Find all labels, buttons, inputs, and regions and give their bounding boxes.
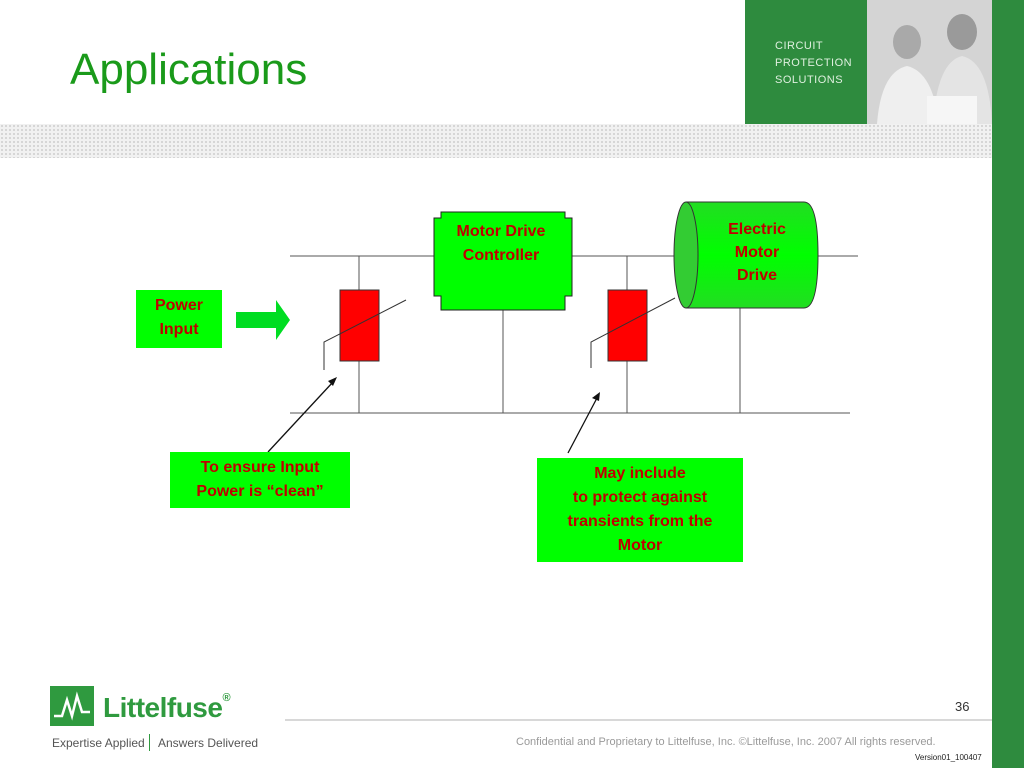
header-dotted-band (0, 124, 992, 158)
littelfuse-logo-icon (50, 686, 94, 726)
panel-line-protection: PROTECTION (775, 57, 853, 69)
electric-motor-outline (686, 201, 819, 309)
callout-right-pointer (567, 397, 598, 454)
confidential-notice: Confidential and Proprietary to Littelfu… (516, 736, 936, 748)
version-label: Version01_100407 (915, 753, 982, 762)
callout-right-line-2: to protect against (572, 489, 708, 506)
varistor-left-symbol-line (323, 299, 407, 370)
mdc-line-1: Motor Drive (456, 223, 546, 240)
callout-left-line-2: Power is “clean” (196, 483, 324, 500)
circuit-diagram (236, 201, 858, 454)
power-input-line-2: Input (159, 321, 199, 338)
panel-line-circuit: CIRCUIT (775, 40, 824, 52)
registered-mark: ® (222, 692, 231, 704)
panel-line-solutions: SOLUTIONS (775, 74, 844, 86)
callout-left-line-1: To ensure Input (200, 459, 320, 476)
callout-right-arrowhead (592, 392, 600, 401)
callout-left-arrowhead (328, 377, 337, 386)
page-number: 36 (955, 699, 970, 714)
motor-drive-controller-box (433, 211, 573, 311)
circuit-protection-panel: CIRCUIT PROTECTION SOLUTIONS (745, 0, 867, 124)
varistor-right-symbol-line (590, 297, 676, 368)
tagline-expertise: Expertise Applied (52, 736, 145, 750)
motor-drive-controller-label: Motor Drive Controller (440, 220, 562, 268)
callout-left-pointer (267, 381, 334, 453)
emd-line-1: Electric (728, 221, 786, 238)
power-input-label: Power Input (136, 290, 222, 348)
varistor-left (339, 289, 380, 362)
mdc-line-2: Controller (462, 247, 540, 264)
electric-motor-end (673, 201, 699, 309)
callout-right-line-3: transients from the (567, 513, 713, 530)
footer-divider (285, 719, 992, 721)
tagline-separator (149, 734, 150, 751)
callout-right-line-4: Motor (617, 537, 663, 554)
electric-motor-drive-label: Electric Motor Drive (700, 218, 814, 287)
right-accent-bar (992, 0, 1024, 768)
power-input-line-1: Power (154, 297, 203, 314)
callout-clean-power: To ensure Input Power is “clean” (170, 452, 350, 508)
emd-line-3: Drive (736, 267, 778, 284)
header-photo (867, 0, 992, 124)
logo-name: Littelfuse (103, 692, 223, 723)
power-arrow (236, 300, 290, 340)
varistor-right (607, 289, 648, 362)
littelfuse-logo-text: Littelfuse® (103, 692, 231, 724)
slide-title: Applications (70, 45, 308, 94)
callout-right-line-1: May include (594, 465, 686, 482)
tagline-answers: Answers Delivered (158, 736, 259, 750)
callout-transient-protection: May include to protect against transient… (537, 458, 743, 562)
emd-line-2: Motor (734, 244, 780, 261)
